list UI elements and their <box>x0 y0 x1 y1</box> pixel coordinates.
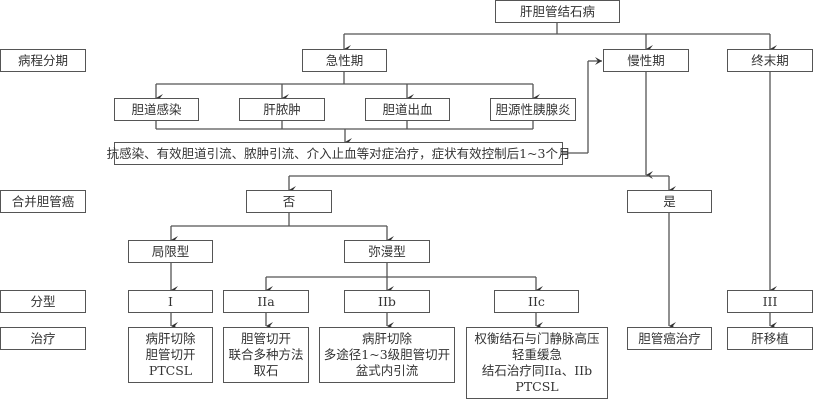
row-label-cancer: 合并胆管癌 <box>0 190 86 213</box>
treatment-I: 病肝切除 胆管切开 PTCSL <box>128 327 213 383</box>
distribution-diffuse: 弥漫型 <box>344 240 430 263</box>
cancer-no: 否 <box>246 190 332 213</box>
acute-condition-liver-abscess: 肝脓肿 <box>239 98 325 121</box>
acute-condition-biliary-infection: 胆道感染 <box>114 98 199 121</box>
row-label-treatment: 治疗 <box>0 327 86 350</box>
root-label: 肝胆管结石病 <box>519 3 595 19</box>
acute-treatment: 抗感染、有效胆道引流、脓肿引流、介入止血等对症治疗，症状有效控制后1~3个月 <box>107 142 570 165</box>
acute-condition-pancreatitis: 胆源性胰腺炎 <box>490 98 576 121</box>
treatment-IIc: 权衡结石与门静脉高压 轻重缓急 结石治疗同IIa、IIb PTCSL <box>466 327 608 399</box>
type-I: I <box>128 290 213 313</box>
type-IIa: IIa <box>223 290 309 313</box>
stage-acute: 急性期 <box>302 49 387 72</box>
treatment-IIb: 病肝切除 多途径1~3级胆管切开 盆式内引流 <box>319 327 455 383</box>
type-III: III <box>727 290 813 313</box>
treatment-liver-transplant: 肝移植 <box>727 327 813 350</box>
distribution-localized: 局限型 <box>128 240 213 263</box>
type-IIc: IIc <box>494 290 579 313</box>
acute-condition-biliary-bleeding: 胆道出血 <box>365 98 450 121</box>
row-label-type: 分型 <box>0 290 86 313</box>
treatment-IIa: 胆管切开 联合多种方法 取石 <box>223 327 309 383</box>
stage-chronic: 慢性期 <box>603 49 689 72</box>
treatment-cholangiocarcinoma: 胆管癌治疗 <box>627 327 712 350</box>
stage-terminal: 终末期 <box>727 49 813 72</box>
root-node: 肝胆管结石病 <box>495 0 620 23</box>
cancer-yes: 是 <box>627 190 712 213</box>
type-IIb: IIb <box>344 290 430 313</box>
row-label-stage: 病程分期 <box>0 49 86 72</box>
